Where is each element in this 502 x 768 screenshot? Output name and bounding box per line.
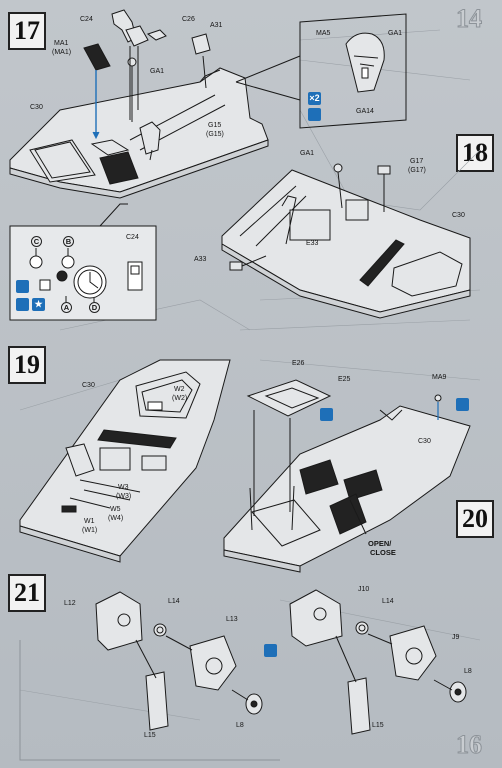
label-c24: C24 xyxy=(80,16,93,23)
glue-icon xyxy=(320,408,333,421)
label-ma1-paren: (MA1) xyxy=(52,49,72,56)
label-w1-paren: (W1) xyxy=(82,527,98,534)
step-17-number: 17 xyxy=(8,12,46,50)
count-badge-icon: ×2 xyxy=(308,92,321,105)
label-g17-paren: (G17) xyxy=(408,167,426,174)
step17-small-parts xyxy=(111,9,211,122)
label-l13: L13 xyxy=(226,616,238,623)
label-j9: J9 xyxy=(452,634,460,641)
paint-icon xyxy=(308,108,321,121)
step17-detail-callout xyxy=(235,13,407,129)
paint-icon xyxy=(16,280,29,293)
paint-icon xyxy=(456,398,469,411)
step-21-number: 21 xyxy=(8,574,46,612)
step18-hull-plate xyxy=(221,163,471,319)
label-inset-b: B xyxy=(63,236,74,247)
label-c30-s19: C30 xyxy=(82,382,95,389)
label-open: OPEN/ xyxy=(368,539,392,548)
label-inset-d: D xyxy=(89,302,100,313)
label-e25: E25 xyxy=(338,376,351,383)
label-l12: L12 xyxy=(64,600,76,607)
label-c30-s18: C30 xyxy=(452,212,465,219)
label-l8-right: L8 xyxy=(464,668,472,675)
star-icon: ★ xyxy=(32,298,45,311)
label-e33: E33 xyxy=(306,240,319,247)
step21-left-assembly xyxy=(19,591,280,761)
label-j10: J10 xyxy=(358,586,370,593)
label-l14-right: L14 xyxy=(382,598,394,605)
label-a33: A33 xyxy=(194,256,207,263)
step-19-number: 19 xyxy=(8,346,46,384)
label-l15: L15 xyxy=(144,732,156,739)
label-ga1: GA1 xyxy=(150,68,165,75)
label-l15-right: L15 xyxy=(372,722,384,729)
label-g17: G17 xyxy=(410,158,424,165)
step-20-number: 20 xyxy=(456,500,494,538)
label-w5: W5 xyxy=(110,506,121,513)
label-ma9: MA9 xyxy=(432,374,447,381)
brush-icon xyxy=(16,298,29,311)
step20-hull-plate xyxy=(223,379,471,573)
label-c26: C26 xyxy=(182,16,195,23)
label-w2-paren: (W2) xyxy=(172,395,188,402)
step17-hull-plate xyxy=(9,67,269,199)
glue-icon xyxy=(264,644,277,657)
label-inset-c24: C24 xyxy=(126,234,139,241)
label-a31: A31 xyxy=(210,22,223,29)
label-e26: E26 xyxy=(292,360,305,367)
label-w2: W2 xyxy=(174,386,185,393)
label-w3: W3 xyxy=(118,484,129,491)
label-c30-s20: C30 xyxy=(418,438,431,445)
step17-g15-bracket xyxy=(139,121,161,161)
label-w1: W1 xyxy=(84,518,95,525)
label-close: CLOSE xyxy=(370,548,396,557)
label-ga1-s18: GA1 xyxy=(300,150,315,157)
step-18-number: 18 xyxy=(456,134,494,172)
label-inset-a: A xyxy=(61,302,72,313)
label-l8: L8 xyxy=(236,722,244,729)
page-number-bottom: 16 xyxy=(456,730,483,760)
step19-hull-plate xyxy=(19,359,231,563)
step17-ma1-grille xyxy=(83,43,111,140)
label-w5-paren: (W4) xyxy=(108,515,124,522)
label-w3-paren: (W3) xyxy=(116,493,132,500)
label-c30: C30 xyxy=(30,104,43,111)
label-g15-paren: (G15) xyxy=(206,131,224,138)
step21-right-assembly xyxy=(289,589,467,735)
label-g15: G15 xyxy=(208,122,222,129)
label-ga1-detail: GA1 xyxy=(388,30,403,37)
label-ma5: MA5 xyxy=(316,30,331,37)
label-inset-c: C xyxy=(31,236,42,247)
label-l14: L14 xyxy=(168,598,180,605)
label-ma1: MA1 xyxy=(54,40,69,47)
page-number-top: 14 xyxy=(456,4,483,34)
label-ga14: GA14 xyxy=(356,108,374,115)
